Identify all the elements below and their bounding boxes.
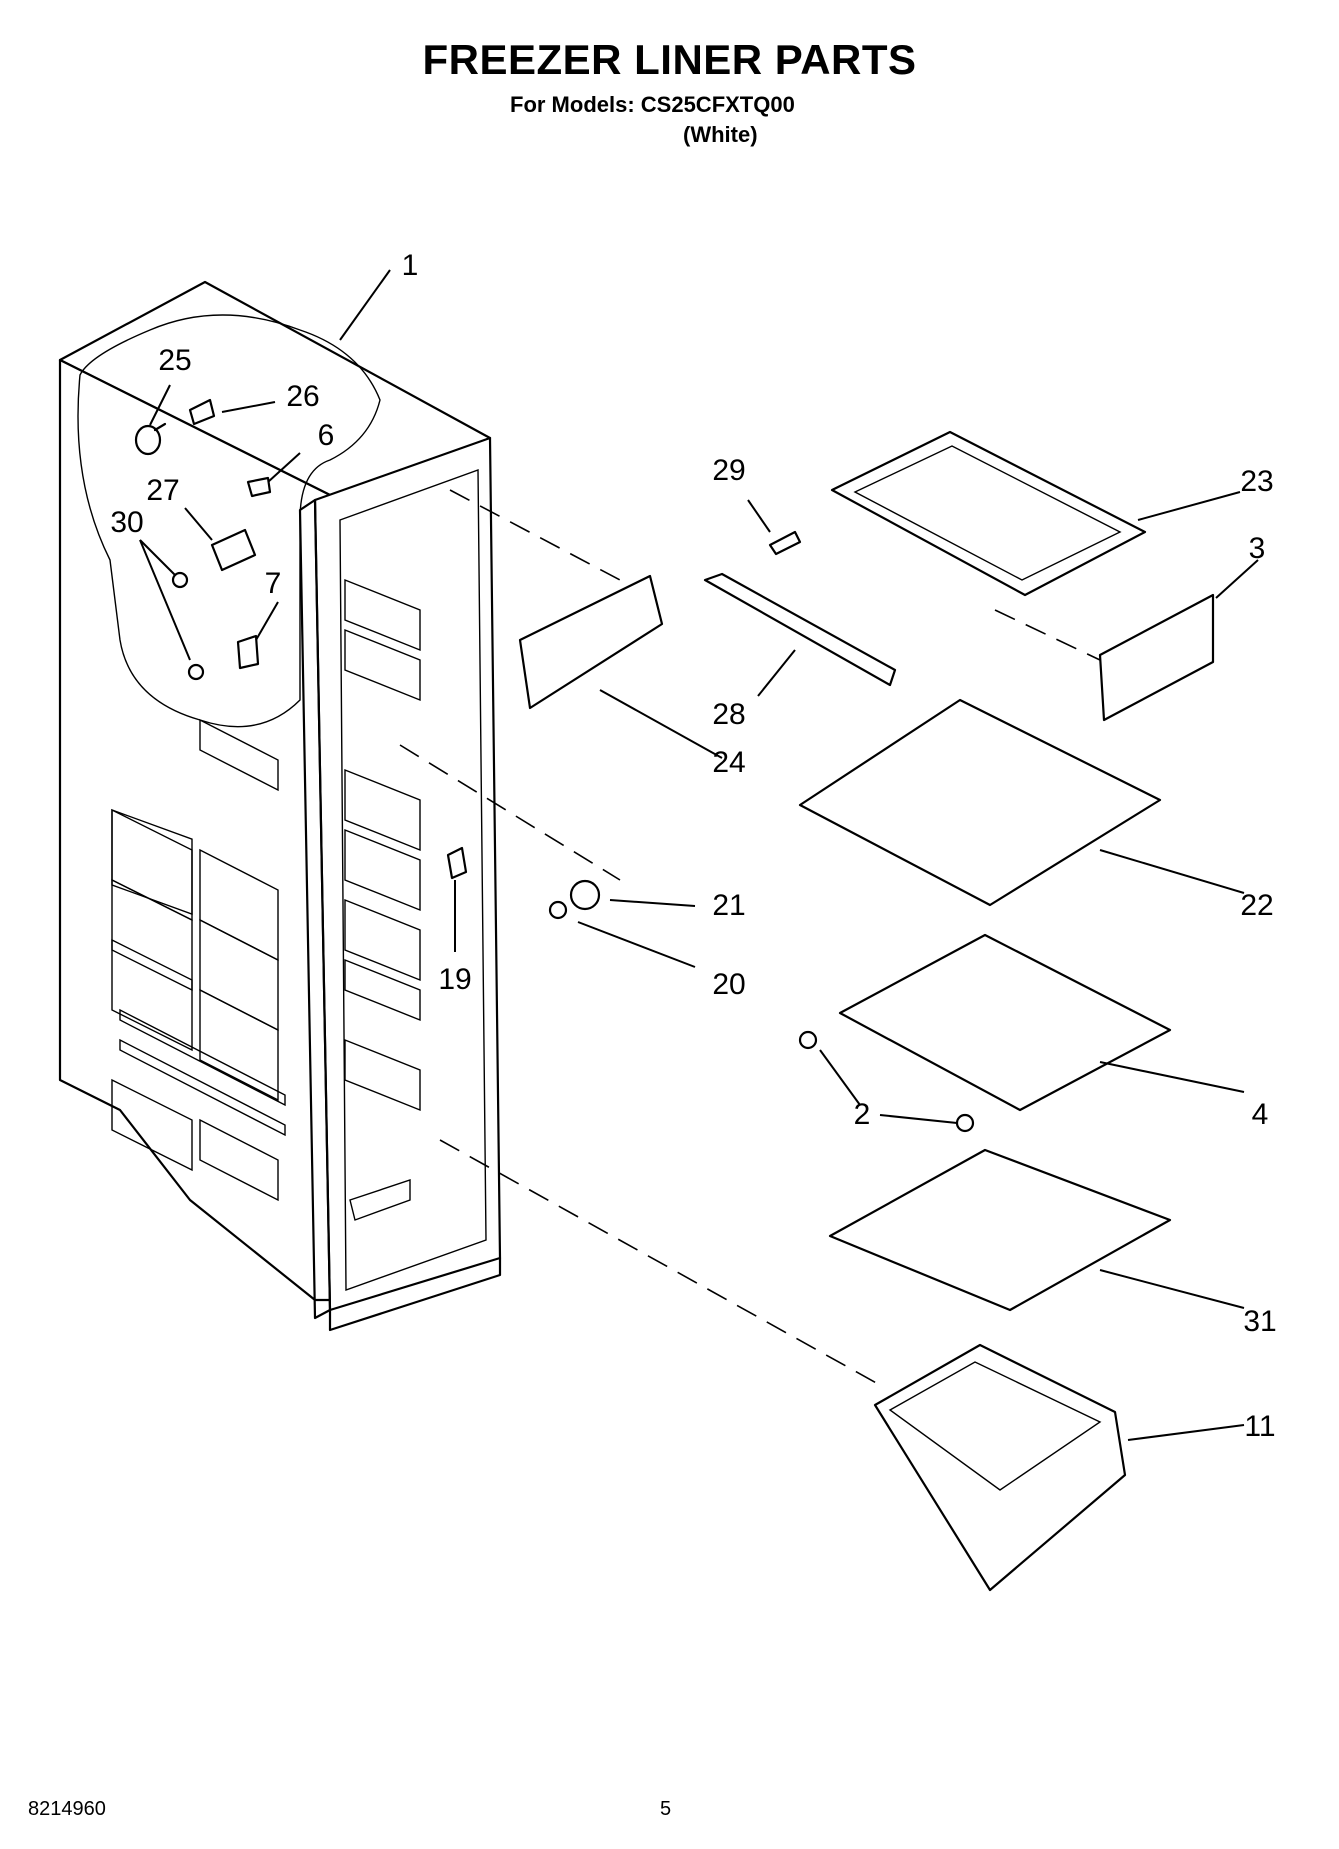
page-number: 5 xyxy=(660,1798,672,1820)
screw-upper-part xyxy=(171,571,189,589)
callout-26: 26 xyxy=(286,380,320,413)
color-variant: (White) xyxy=(683,122,758,147)
leader-lines xyxy=(139,269,1259,1441)
callout-23: 23 xyxy=(1240,465,1274,498)
sensor-part xyxy=(446,846,468,880)
callout-1: 1 xyxy=(401,249,419,282)
callout-4: 4 xyxy=(1251,1098,1269,1131)
wire-shelf-4-part xyxy=(838,933,1172,1112)
callout-7: 7 xyxy=(264,567,282,600)
freezer-liner xyxy=(58,280,502,1332)
callout-2: 2 xyxy=(853,1098,871,1131)
freezer-bin-part xyxy=(873,1343,1127,1592)
callout-30: 30 xyxy=(110,506,144,539)
callout-31: 31 xyxy=(1243,1305,1277,1338)
model-number: For Models: CS25CFXTQ00 xyxy=(510,92,795,117)
control-housing-part xyxy=(210,528,257,572)
callout-20: 20 xyxy=(712,968,746,1001)
ice-shelf-frame-part xyxy=(830,430,1147,597)
shelf-support-lower-part xyxy=(955,1113,975,1133)
clip-part xyxy=(246,476,272,498)
bracket-part xyxy=(236,634,260,670)
callout-22: 22 xyxy=(1240,889,1274,922)
stud-part xyxy=(548,900,568,920)
diagram-title: FREEZER LINER PARTS xyxy=(422,36,917,83)
grommet-part xyxy=(569,879,601,911)
rail-screw-part xyxy=(768,530,802,556)
callout-29: 29 xyxy=(712,454,746,487)
callout-24: 24 xyxy=(712,746,746,779)
callout-6: 6 xyxy=(317,419,335,452)
shelf-front-part xyxy=(1098,593,1215,722)
shelf-support-upper-part xyxy=(798,1030,818,1050)
callout-11: 11 xyxy=(1244,1410,1276,1443)
callout-3: 3 xyxy=(1248,532,1266,565)
light-socket-part xyxy=(188,398,216,426)
callout-21: 21 xyxy=(712,889,746,922)
rail-bracket-part xyxy=(703,572,897,687)
callout-19: 19 xyxy=(438,963,472,996)
light-bulb-part xyxy=(134,422,167,456)
callout-25: 25 xyxy=(158,344,192,377)
callout-27: 27 xyxy=(146,474,180,507)
wire-shelf-31-part xyxy=(828,1148,1172,1312)
callout-28: 28 xyxy=(712,698,746,731)
document-number: 8214960 xyxy=(28,1798,106,1820)
wire-shelf-22-part xyxy=(798,698,1162,907)
screw-lower-part xyxy=(187,663,205,681)
duct-cover-part xyxy=(518,574,664,710)
